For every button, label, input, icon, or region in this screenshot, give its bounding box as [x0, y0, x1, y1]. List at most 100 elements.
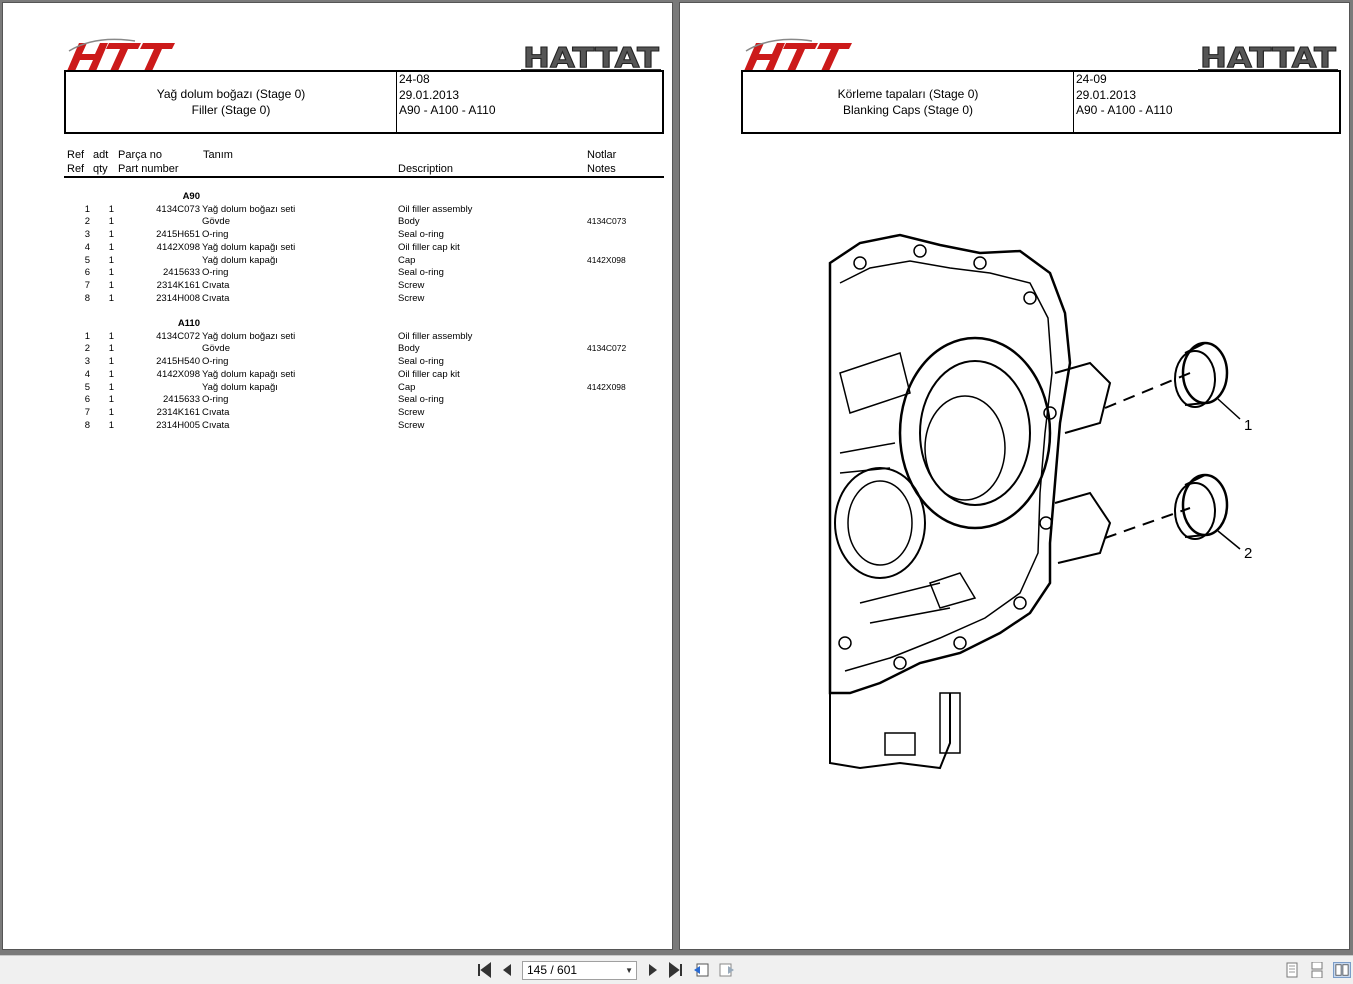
- row-part-number: 2415H540: [156, 356, 200, 368]
- row-part-number: 2314H008: [156, 292, 200, 304]
- last-page-icon[interactable]: [666, 962, 684, 978]
- page-title: Yağ dolum boğazı (Stage 0) Filler (Stage…: [66, 72, 397, 132]
- col-desc-tr: Tanım: [203, 149, 233, 161]
- next-page-icon[interactable]: [643, 962, 661, 978]
- chevron-down-icon[interactable]: ▼: [625, 966, 633, 975]
- row-qty: 1: [108, 229, 114, 241]
- row-turkish-name: O-ring: [202, 267, 229, 279]
- row-ref: 6: [84, 267, 90, 279]
- col-notes-en: Notes: [587, 163, 616, 175]
- row-ref: 7: [84, 406, 90, 418]
- row-description: Screw: [398, 292, 425, 304]
- next-view-icon[interactable]: [718, 962, 736, 978]
- section-code: 24-08: [399, 72, 430, 86]
- row-description: Seal o-ring: [398, 267, 444, 279]
- row-turkish-name: Yağ dolum kapağı: [202, 381, 278, 393]
- row-turkish-name: Yağ dolum boğazı seti: [202, 330, 296, 342]
- row-ref: 1: [84, 330, 90, 342]
- title-turkish: Körleme tapaları (Stage 0): [837, 87, 979, 101]
- parts-row: 5 1 Yağ dolum kapağı Cap 4142X098: [64, 255, 664, 268]
- row-description: Seal o-ring: [398, 356, 444, 368]
- revision-date: 29.01.2013: [1076, 87, 1137, 102]
- row-turkish-name: Cıvata: [202, 406, 230, 418]
- page-header-table: Yağ dolum boğazı (Stage 0) Filler (Stage…: [64, 70, 664, 134]
- viewer-toolbar: 145 / 601 ▼: [0, 955, 1353, 984]
- two-page-icon[interactable]: [1333, 962, 1351, 978]
- exploded-parts-drawing: [828, 233, 1241, 770]
- col-pno-en: Part number: [118, 163, 179, 175]
- row-turkish-name: Yağ dolum kapağı: [202, 254, 278, 266]
- row-turkish-name: Gövde: [202, 343, 230, 355]
- row-ref: 3: [84, 229, 90, 241]
- row-ref: 8: [84, 292, 90, 304]
- row-qty: 1: [108, 381, 114, 393]
- revision-date: 29.01.2013: [399, 87, 460, 102]
- row-note: 4142X098: [587, 254, 626, 265]
- col-qty-en: qty: [93, 163, 108, 175]
- row-part-number: 2314K161: [156, 406, 200, 418]
- row-qty: 1: [108, 343, 114, 355]
- row-qty: 1: [108, 368, 114, 380]
- prev-view-icon[interactable]: [692, 962, 710, 978]
- row-turkish-name: Cıvata: [202, 292, 230, 304]
- row-turkish-name: Yağ dolum kapağı seti: [202, 368, 296, 380]
- svg-text:HATTAT: HATTAT: [1200, 41, 1336, 73]
- title-turkish: Yağ dolum boğazı (Stage 0): [156, 87, 306, 101]
- row-ref: 8: [84, 419, 90, 431]
- row-description: Body: [398, 343, 420, 355]
- row-part-number: 2415633: [163, 267, 200, 279]
- row-description: Screw: [398, 419, 425, 431]
- row-ref: 4: [84, 241, 90, 253]
- title-english: Filler (Stage 0): [191, 103, 271, 117]
- single-page-icon[interactable]: [1283, 962, 1301, 978]
- hattat-logo: HATTAT: [521, 41, 661, 73]
- row-description: Seal o-ring: [398, 229, 444, 241]
- page-info: 24-08 29.01.2013 A90 - A100 - A110: [399, 72, 659, 132]
- row-turkish-name: Cıvata: [202, 419, 230, 431]
- first-page-icon[interactable]: [476, 962, 494, 978]
- row-description: Oil filler assembly: [398, 203, 473, 215]
- row-qty: 1: [108, 203, 114, 215]
- row-part-number: 4142X098: [156, 241, 200, 253]
- parts-column-header: Ref Ref adt qty Parça no Part number Tan…: [64, 148, 664, 178]
- row-description: Body: [398, 216, 420, 228]
- col-ref-en: Ref: [67, 163, 85, 175]
- page-number-field[interactable]: 145 / 601 ▼: [522, 961, 637, 980]
- row-turkish-name: O-ring: [202, 394, 229, 406]
- row-qty: 1: [108, 254, 114, 266]
- row-description: Cap: [398, 254, 416, 266]
- row-note: 4134C073: [587, 216, 627, 227]
- row-description: Screw: [398, 279, 425, 291]
- col-pno-tr: Parça no: [118, 149, 163, 161]
- row-part-number: 2415633: [163, 394, 200, 406]
- model-list: A90 - A100 - A110: [1076, 103, 1173, 117]
- row-turkish-name: Cıvata: [202, 279, 230, 291]
- row-part-number: 4134C072: [156, 330, 200, 342]
- row-part-number: 2415H651: [156, 229, 200, 241]
- row-turkish-name: O-ring: [202, 229, 229, 241]
- row-qty: 1: [108, 292, 114, 304]
- group-title: A90: [182, 191, 200, 202]
- htt-logo: [744, 38, 852, 71]
- prev-page-icon[interactable]: [499, 962, 517, 978]
- col-notes-tr: Notlar: [587, 149, 617, 161]
- row-description: Oil filler cap kit: [398, 241, 460, 253]
- continuous-icon[interactable]: [1308, 962, 1326, 978]
- right-page: HATTAT Körleme tapaları (Stage 0) Blanki…: [679, 2, 1350, 950]
- row-description: Oil filler cap kit: [398, 368, 460, 380]
- row-qty: 1: [108, 406, 114, 418]
- row-description: Oil filler assembly: [398, 330, 473, 342]
- row-ref: 5: [84, 254, 90, 266]
- row-ref: 2: [84, 216, 90, 228]
